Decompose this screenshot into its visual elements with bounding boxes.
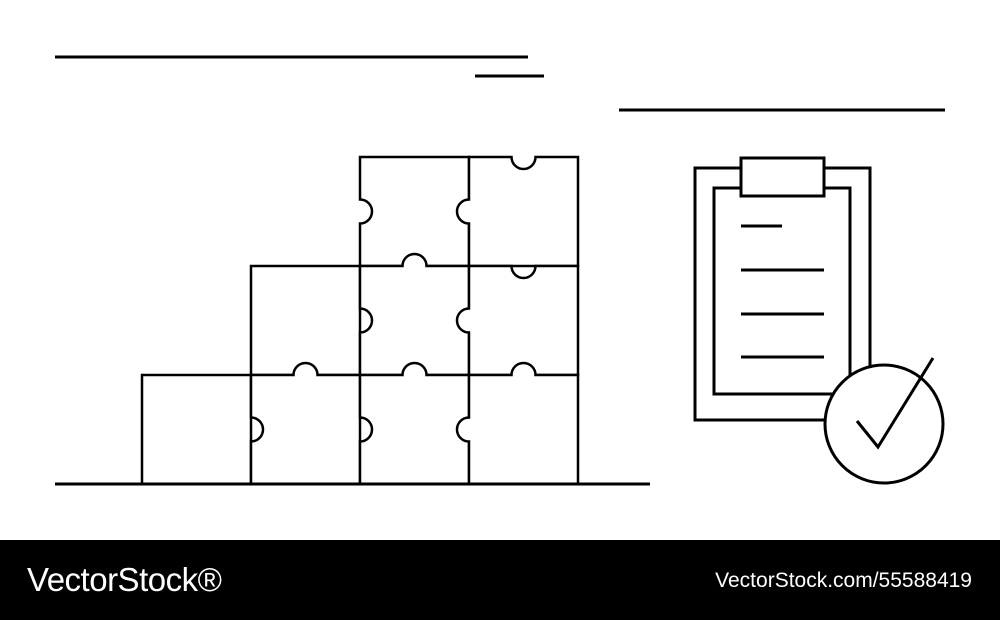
puzzle-piece-icon [455,155,580,268]
clipboard-icon [693,156,872,422]
clipboard-clip [739,156,826,198]
puzzle-piece-icon [140,373,253,486]
puzzle-piece-icon [358,252,471,377]
vectorstock-logo: VectorStock® [27,561,222,598]
image-id-label: VectorStock.com/55588419 [715,569,972,592]
clipboard-paper [712,186,852,396]
puzzle-staircase [140,155,580,486]
puzzle-piece-icon [249,361,362,486]
check-circle-icon [823,357,945,485]
decorative-lines [55,55,945,112]
puzzle-piece-icon [358,361,471,486]
puzzle-piece-icon [249,264,362,377]
puzzle-piece-icon [455,264,580,377]
puzzle-piece-icon [358,155,471,268]
illustration [55,55,945,486]
puzzle-piece-icon [455,361,580,486]
watermark-footer: VectorStock® VectorStock.com/55588419 [0,540,1000,620]
check-circle [823,363,945,485]
check-mark-icon [855,357,935,450]
